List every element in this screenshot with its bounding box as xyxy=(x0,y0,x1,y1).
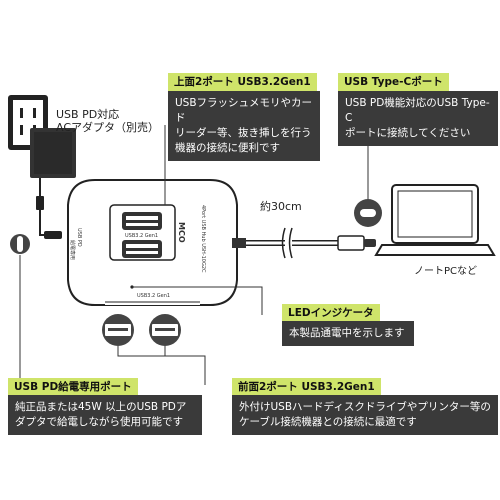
adapter-label: USB PD対応 ACアダプタ（別売） xyxy=(56,108,159,134)
front-port-icon-2 xyxy=(149,314,181,346)
pd-desc-line1: 純正品または45W 以上のUSB PDア xyxy=(15,401,187,413)
usb-c-port-icon xyxy=(354,199,382,227)
front-desc-line2: ケーブル接続機器との接続に最適です xyxy=(239,416,417,428)
laptop-label: ノートPCなど xyxy=(414,266,478,277)
adapter-label-line2: ACアダプタ（別売） xyxy=(56,121,160,134)
pd-port-description: 純正品または45W 以上のUSB PDア ダプタで給電しながら使用可能です xyxy=(8,395,202,435)
top-ports-desc-line1: USBフラッシュメモリやカード xyxy=(175,97,313,124)
top-ports-header: 上面2ポート USB3.2Gen1 xyxy=(168,73,317,91)
led-header: LEDインジケータ xyxy=(282,304,380,322)
top-ports-description: USBフラッシュメモリやカード リーダー等、抜き挿しを行う 機器の接続に便利です xyxy=(168,91,320,161)
top-port-silkscreen: USB3.2 Gen1 xyxy=(125,233,159,239)
adapter-label-line1: USB PD対応 xyxy=(56,108,120,121)
usb-c-cable xyxy=(246,227,376,259)
typec-port-header: USB Type-Cポート xyxy=(338,73,449,91)
front-ports-header: 前面2ポート USB3.2Gen1 xyxy=(232,378,381,396)
pd-side-label2: 給電専用 xyxy=(69,240,75,261)
led-description: 本製品通電中を示します xyxy=(282,321,414,346)
ac-adapter-icon xyxy=(30,128,76,239)
cable-length: 約30cm xyxy=(260,200,302,213)
top-ports-desc-line3: 機器の接続に便利です xyxy=(175,142,280,154)
front-port-silkscreen: USB3.2 Gen1 xyxy=(137,293,171,299)
typec-desc-line1: USB PD機能対応のUSB Type-C xyxy=(345,97,490,124)
pd-port-icon xyxy=(10,234,30,254)
front-desc-line1: 外付けUSBハードディスクドライブやプリンター等の xyxy=(239,401,491,413)
pd-desc-line2: ダプタで給電しながら使用可能です xyxy=(15,416,183,428)
top-ports-desc-line2: リーダー等、抜き挿しを行う xyxy=(175,127,312,139)
typec-port-description: USB PD機能対応のUSB Type-C ポートに接続してください xyxy=(338,91,498,146)
pd-port-header: USB PD給電専用ポート xyxy=(8,378,138,396)
typec-desc-line2: ポートに接続してください xyxy=(345,127,471,139)
brand-logo: MCO xyxy=(177,222,186,243)
front-port-icon-1 xyxy=(102,314,134,346)
pd-side-label: USB PD xyxy=(76,228,82,247)
front-ports-description: 外付けUSBハードディスクドライブやプリンター等の ケーブル接続機器との接続に最… xyxy=(232,395,498,435)
laptop-icon xyxy=(374,184,496,256)
model-text: 4Port USB Hub USH-10G2C xyxy=(200,205,206,273)
usb-hub-device xyxy=(67,179,246,306)
